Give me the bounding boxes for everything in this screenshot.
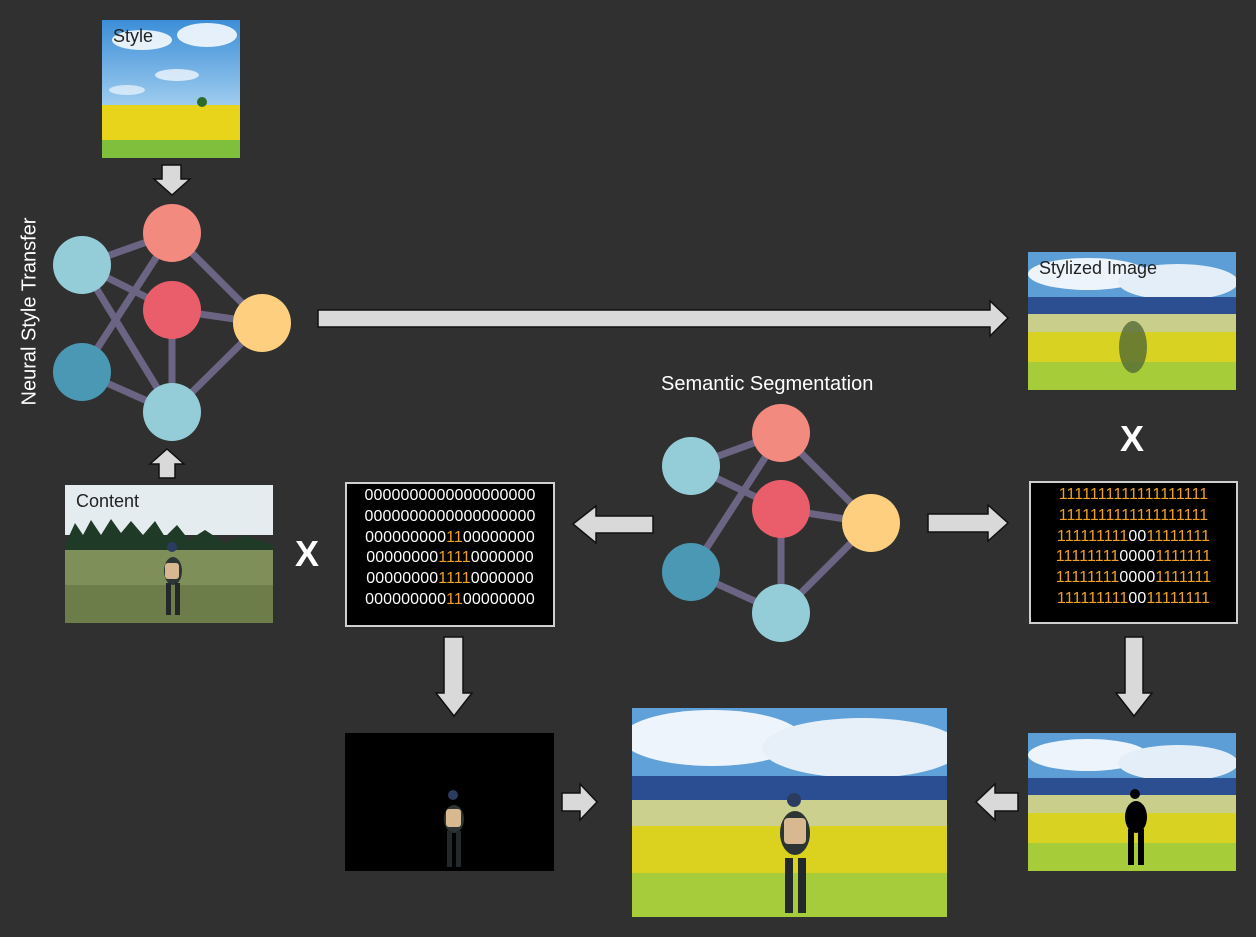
matrix-segment: 1111 (438, 570, 471, 588)
matrix-row: 1111111110011111111 (1031, 589, 1236, 610)
matrix-segment: 111111111 (1056, 527, 1129, 545)
arrow-seg-to-mask (571, 504, 654, 545)
matrix-row: 0000000001100000000 (347, 528, 553, 549)
matrix-row: 0000000011110000000 (347, 569, 553, 590)
arrow-content-up (148, 447, 186, 479)
seg-node-3 (752, 480, 810, 538)
matrix-segment: 0000 (1119, 548, 1156, 566)
matrix-row: 0000000011110000000 (347, 548, 553, 569)
seg-node-4 (842, 494, 900, 552)
matrix-segment: 0000000000000000000 (364, 507, 536, 525)
matrix-segment: 1111111 (1155, 569, 1212, 587)
matrix-segment: 00000000 (462, 528, 535, 546)
matrix-segment: 11 (446, 528, 463, 546)
matrix-segment: 1111 (438, 549, 471, 567)
stylized-caption: Stylized Image (1039, 258, 1158, 278)
matrix-row: 1111111100001111111 (1031, 547, 1236, 568)
matrix-segment: 000000000 (365, 590, 447, 608)
seg-node-2 (662, 437, 720, 495)
semantic-segmentation-label: Semantic Segmentation (661, 373, 874, 395)
nst-node-2 (53, 236, 111, 294)
matrix-row: 0000000000000000000 (347, 486, 553, 507)
stylized-background-image (1028, 733, 1236, 871)
content-image: Content (65, 485, 273, 623)
nst-node-5 (53, 343, 111, 401)
matrix-segment: 0000000 (470, 570, 534, 588)
matrix-row: 1111111111111111111 (1031, 485, 1236, 506)
matrix-row: 1111111111111111111 (1031, 506, 1236, 527)
matrix-segment: 111111111 (1056, 589, 1129, 607)
matrix-segment: 00000000 (366, 570, 439, 588)
matrix-segment: 11111111 (1055, 548, 1120, 566)
arrow-seg-to-inverse (927, 503, 1010, 543)
masked-person-image (345, 733, 554, 871)
matrix-segment: 00 (1128, 527, 1147, 545)
matrix-segment: 11111111 (1146, 527, 1211, 545)
matrix-segment: 0000000 (470, 549, 534, 567)
matrix-row: 0000000000000000000 (347, 507, 553, 528)
matrix-segment: 11111111 (1146, 589, 1211, 607)
matrix-segment: 1111111111111111111 (1058, 486, 1209, 503)
final-output-image (632, 708, 947, 917)
matrix-segment: 00000000 (462, 590, 535, 608)
nst-node-3 (143, 281, 201, 339)
matrix-row: 0000000001100000000 (347, 590, 553, 611)
matrix-segment: 0000 (1119, 569, 1156, 587)
content-caption: Content (76, 491, 140, 511)
seg-node-1 (752, 404, 810, 462)
matrix-segment: 11111111 (1055, 569, 1120, 587)
arrow-person-to-final (561, 782, 599, 822)
multiply-sign-right: X (1120, 418, 1145, 459)
nst-node-1 (143, 204, 201, 262)
arrow-style-down (152, 164, 192, 197)
nst-node-4 (233, 294, 291, 352)
stylized-image: Stylized Image (1028, 252, 1236, 390)
arrow-to-stylized (317, 299, 1010, 338)
neural-style-transfer-label: Neural Style Transfer (18, 217, 41, 406)
matrix-segment: 11 (446, 590, 463, 608)
arrow-inverse-down (1114, 636, 1154, 718)
style-caption: Style (113, 26, 154, 46)
seg-node-5 (662, 543, 720, 601)
matrix-row: 1111111110011111111 (1031, 527, 1236, 548)
nst-node-6 (143, 383, 201, 441)
matrix-segment: 000000000 (365, 528, 447, 546)
multiply-sign-left: X (295, 533, 320, 574)
matrix-segment: 00 (1128, 589, 1147, 607)
matrix-segment: 1111111111111111111 (1058, 506, 1209, 524)
arrow-mask-down (434, 636, 474, 718)
seg-node-6 (752, 584, 810, 642)
matrix-row: 1111111100001111111 (1031, 568, 1236, 589)
arrow-background-to-final (974, 782, 1019, 822)
style-image: Style (102, 20, 240, 158)
matrix-segment: 1111111 (1155, 548, 1212, 566)
matrix-segment: 00000000 (366, 549, 439, 567)
matrix-segment: 0000000000000000000 (364, 487, 536, 504)
